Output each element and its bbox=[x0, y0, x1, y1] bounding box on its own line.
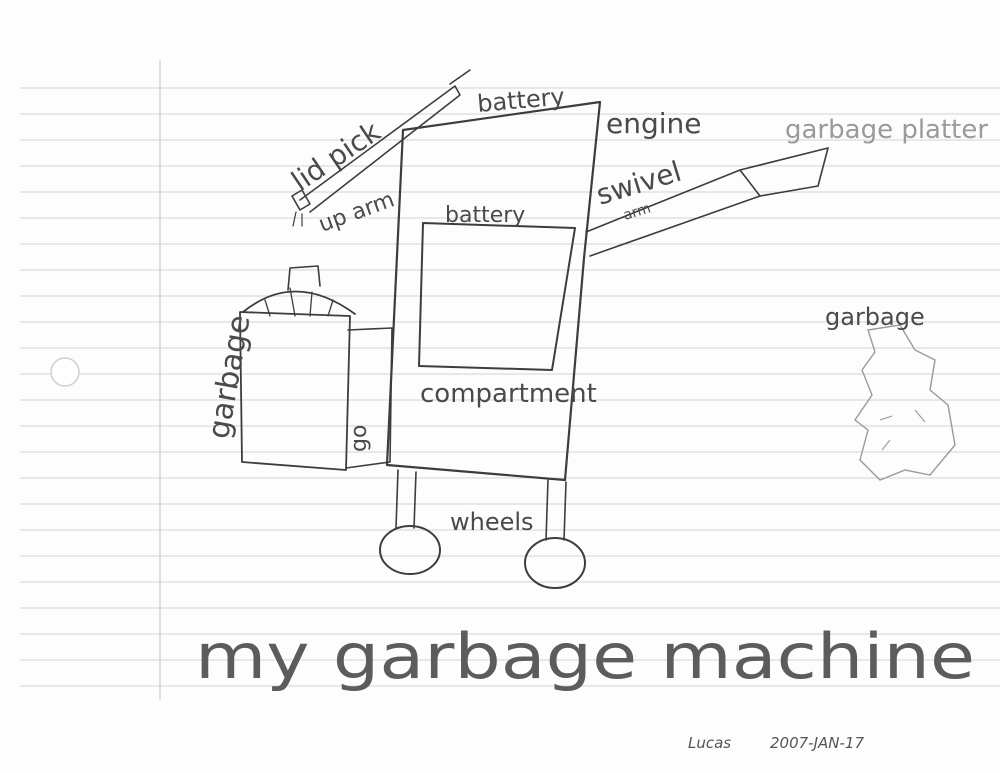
label-garbage-can: garbage bbox=[201, 313, 257, 442]
machine-body bbox=[346, 102, 600, 480]
label-up-arm: up arm bbox=[316, 187, 398, 237]
label-compartment: compartment bbox=[420, 379, 597, 409]
drawing-date: 2007-JAN-17 bbox=[770, 734, 864, 752]
label-garbage-can-letters: go bbox=[347, 425, 372, 452]
label-engine: engine bbox=[606, 107, 702, 140]
label-garbage-platter: garbage platter bbox=[785, 115, 988, 145]
label-wheels: wheels bbox=[450, 508, 534, 536]
binder-hole bbox=[51, 358, 79, 386]
label-garbage-pile: garbage bbox=[825, 303, 925, 331]
label-lid-pick: lid pick bbox=[285, 114, 387, 197]
label-battery-inner: battery bbox=[445, 203, 525, 228]
signature: Lucas bbox=[688, 734, 731, 752]
drawing-title: my garbage machine bbox=[195, 620, 975, 693]
garbage-can bbox=[240, 266, 355, 470]
